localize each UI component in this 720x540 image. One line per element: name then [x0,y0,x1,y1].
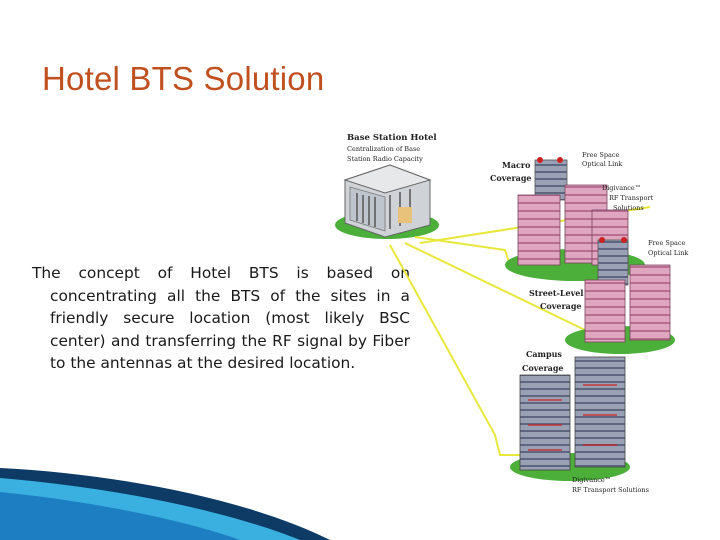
fso2-label-2: Optical Link [648,249,688,257]
macro-label-1: Macro [502,160,531,170]
decorative-swoosh [0,468,330,540]
campus-label-1: Campus [526,349,562,359]
digivance1-label-1: Digivance™ [602,184,641,192]
digivance2-label-2: RF Transport Solutions [572,486,649,494]
fso1-label-2: Optical Link [582,160,622,168]
macro-label-2: Coverage [490,173,532,183]
street-level-towers [565,237,675,354]
fso2-label-1: Free Space [648,239,686,247]
hotel-bts-diagram: Base Station Hotel Centralization of Bas… [335,133,688,494]
base-station-hotel [335,164,439,239]
digivance1-label-3: Solutions [613,204,644,212]
digivance2-label-1: Digivance™ [572,476,611,484]
hotel-sub-label-1: Centralization of Base [347,145,420,153]
street-label-1: Street-Level [529,288,583,298]
fso1-label-1: Free Space [582,151,620,159]
body-paragraph: The concept of Hotel BTS is based on con… [32,264,410,373]
hotel-title-label: Base Station Hotel [347,133,437,143]
campus-label-2: Coverage [522,363,564,373]
slide-title: Hotel BTS Solution [42,60,325,97]
hotel-sub-label-2: Station Radio Capacity [347,155,423,163]
digivance1-label-2: RF Transport [609,194,653,202]
campus-towers [510,356,630,481]
street-label-2: Coverage [540,301,582,311]
